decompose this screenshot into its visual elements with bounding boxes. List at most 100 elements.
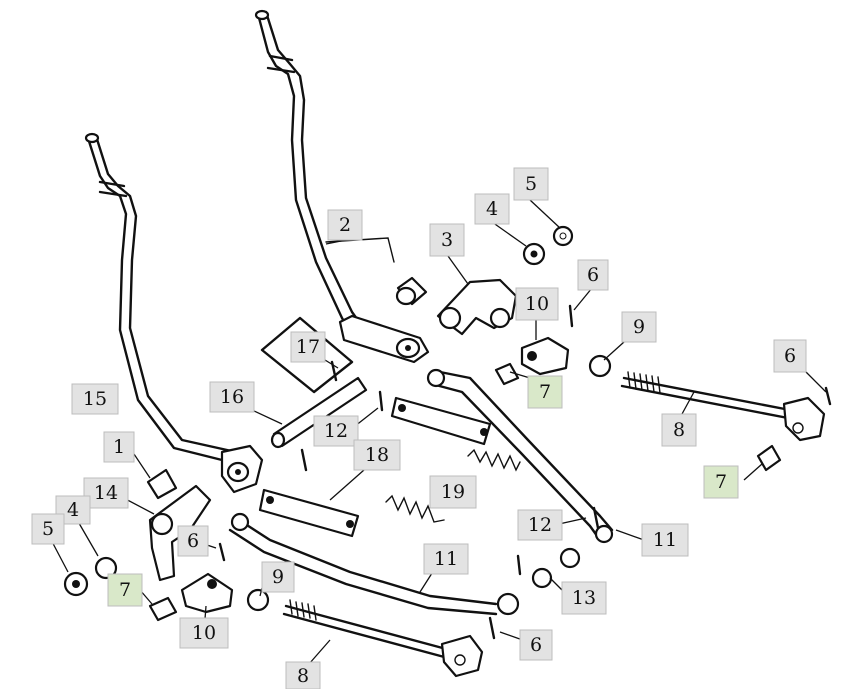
callout-10: 10 bbox=[515, 287, 559, 321]
right-control-lever bbox=[254, 9, 430, 364]
callout-text: 12 bbox=[324, 420, 348, 442]
callout-6: 6 bbox=[177, 525, 209, 557]
callout-box bbox=[621, 311, 657, 343]
callout-11: 11 bbox=[641, 523, 689, 557]
callout-text: 13 bbox=[572, 587, 596, 609]
callout-text: 3 bbox=[441, 229, 453, 251]
callout-6: 6 bbox=[577, 259, 609, 291]
callout-box bbox=[641, 523, 689, 557]
callout-text: 10 bbox=[192, 622, 216, 644]
callout-box bbox=[261, 561, 295, 593]
callout-text: 6 bbox=[530, 634, 542, 656]
callout-text: 7 bbox=[539, 381, 551, 403]
callout-box bbox=[773, 339, 807, 373]
callout-text: 8 bbox=[297, 665, 309, 687]
callout-7-highlight: 7 bbox=[107, 573, 143, 607]
callout-box bbox=[313, 415, 359, 447]
callout-box bbox=[661, 413, 697, 447]
callout-box bbox=[515, 287, 559, 321]
part-18-straps bbox=[258, 396, 492, 538]
callout-6: 6 bbox=[773, 339, 807, 373]
callout-13: 13 bbox=[561, 581, 607, 615]
callout-box bbox=[209, 381, 255, 413]
callout-19: 19 bbox=[429, 475, 477, 509]
callout-text: 5 bbox=[42, 518, 54, 540]
callout-box bbox=[179, 617, 229, 649]
callout-box bbox=[103, 431, 135, 463]
pivot-parts bbox=[63, 225, 832, 640]
callout-16: 16 bbox=[209, 381, 255, 413]
callout-9: 9 bbox=[621, 311, 657, 343]
callout-text: 18 bbox=[365, 444, 389, 466]
callout-text: 7 bbox=[119, 579, 131, 601]
callout-11: 11 bbox=[423, 543, 469, 575]
callout-box bbox=[527, 375, 563, 409]
callout-9: 9 bbox=[261, 561, 295, 593]
callout-7-highlight: 7 bbox=[703, 465, 739, 499]
callout-17: 17 bbox=[290, 331, 326, 363]
callout-4: 4 bbox=[474, 193, 510, 225]
callout-box bbox=[474, 193, 510, 225]
part-16-shaft bbox=[270, 376, 368, 449]
callout-box bbox=[31, 513, 65, 545]
callout-box bbox=[429, 475, 477, 509]
callout-7-highlight: 7 bbox=[527, 375, 563, 409]
callout-box bbox=[703, 465, 739, 499]
callout-6: 6 bbox=[519, 629, 553, 661]
callout-box bbox=[327, 209, 363, 241]
callout-box bbox=[107, 573, 143, 607]
callout-14: 14 bbox=[83, 477, 129, 509]
callout-box bbox=[353, 439, 401, 471]
callout-1: 1 bbox=[103, 431, 135, 463]
callout-text: 17 bbox=[296, 336, 320, 358]
callout-15: 15 bbox=[71, 383, 119, 415]
callout-text: 19 bbox=[441, 481, 465, 503]
part-11-links bbox=[228, 368, 614, 616]
callout-box bbox=[517, 509, 563, 541]
callout-3: 3 bbox=[429, 223, 465, 257]
callouts: 17 2 3 4 5 6 10 9 7 6 8 7 15 16 12 1 18 … bbox=[31, 167, 807, 689]
callout-box bbox=[71, 383, 119, 415]
callout-text: 11 bbox=[653, 529, 677, 551]
callout-text: 4 bbox=[67, 499, 79, 521]
callout-box bbox=[285, 661, 321, 689]
callout-text: 11 bbox=[434, 548, 458, 570]
callout-text: 9 bbox=[633, 316, 645, 338]
callout-12: 12 bbox=[517, 509, 563, 541]
callout-box bbox=[561, 581, 607, 615]
callout-text: 10 bbox=[525, 293, 549, 315]
callout-text: 7 bbox=[715, 471, 727, 493]
callout-10: 10 bbox=[179, 617, 229, 649]
callout-text: 6 bbox=[784, 345, 796, 367]
callout-2: 2 bbox=[327, 209, 363, 241]
callout-text: 4 bbox=[486, 198, 498, 220]
callout-text: 15 bbox=[83, 388, 107, 410]
callout-8: 8 bbox=[285, 661, 321, 689]
part-8-rods bbox=[282, 371, 826, 678]
callout-text: 5 bbox=[525, 173, 537, 195]
callout-18: 18 bbox=[353, 439, 401, 471]
callout-5: 5 bbox=[513, 167, 549, 201]
callout-text: 2 bbox=[339, 214, 351, 236]
callout-box bbox=[177, 525, 209, 557]
callout-text: 9 bbox=[272, 566, 284, 588]
callout-box bbox=[429, 223, 465, 257]
callout-box bbox=[290, 331, 326, 363]
callout-box bbox=[577, 259, 609, 291]
callout-text: 12 bbox=[528, 514, 552, 536]
part-19-springs bbox=[385, 448, 521, 523]
callout-text: 16 bbox=[220, 386, 244, 408]
left-control-lever bbox=[84, 132, 264, 494]
callout-box bbox=[513, 167, 549, 201]
callout-text: 1 bbox=[113, 436, 125, 458]
callout-5: 5 bbox=[31, 513, 65, 545]
callout-box bbox=[519, 629, 553, 661]
callout-text: 14 bbox=[94, 482, 118, 504]
callout-box bbox=[423, 543, 469, 575]
callout-text: 8 bbox=[673, 419, 685, 441]
callout-text: 6 bbox=[587, 264, 599, 286]
callout-12: 12 bbox=[313, 415, 359, 447]
callout-text: 6 bbox=[187, 530, 199, 552]
callout-8: 8 bbox=[661, 413, 697, 447]
